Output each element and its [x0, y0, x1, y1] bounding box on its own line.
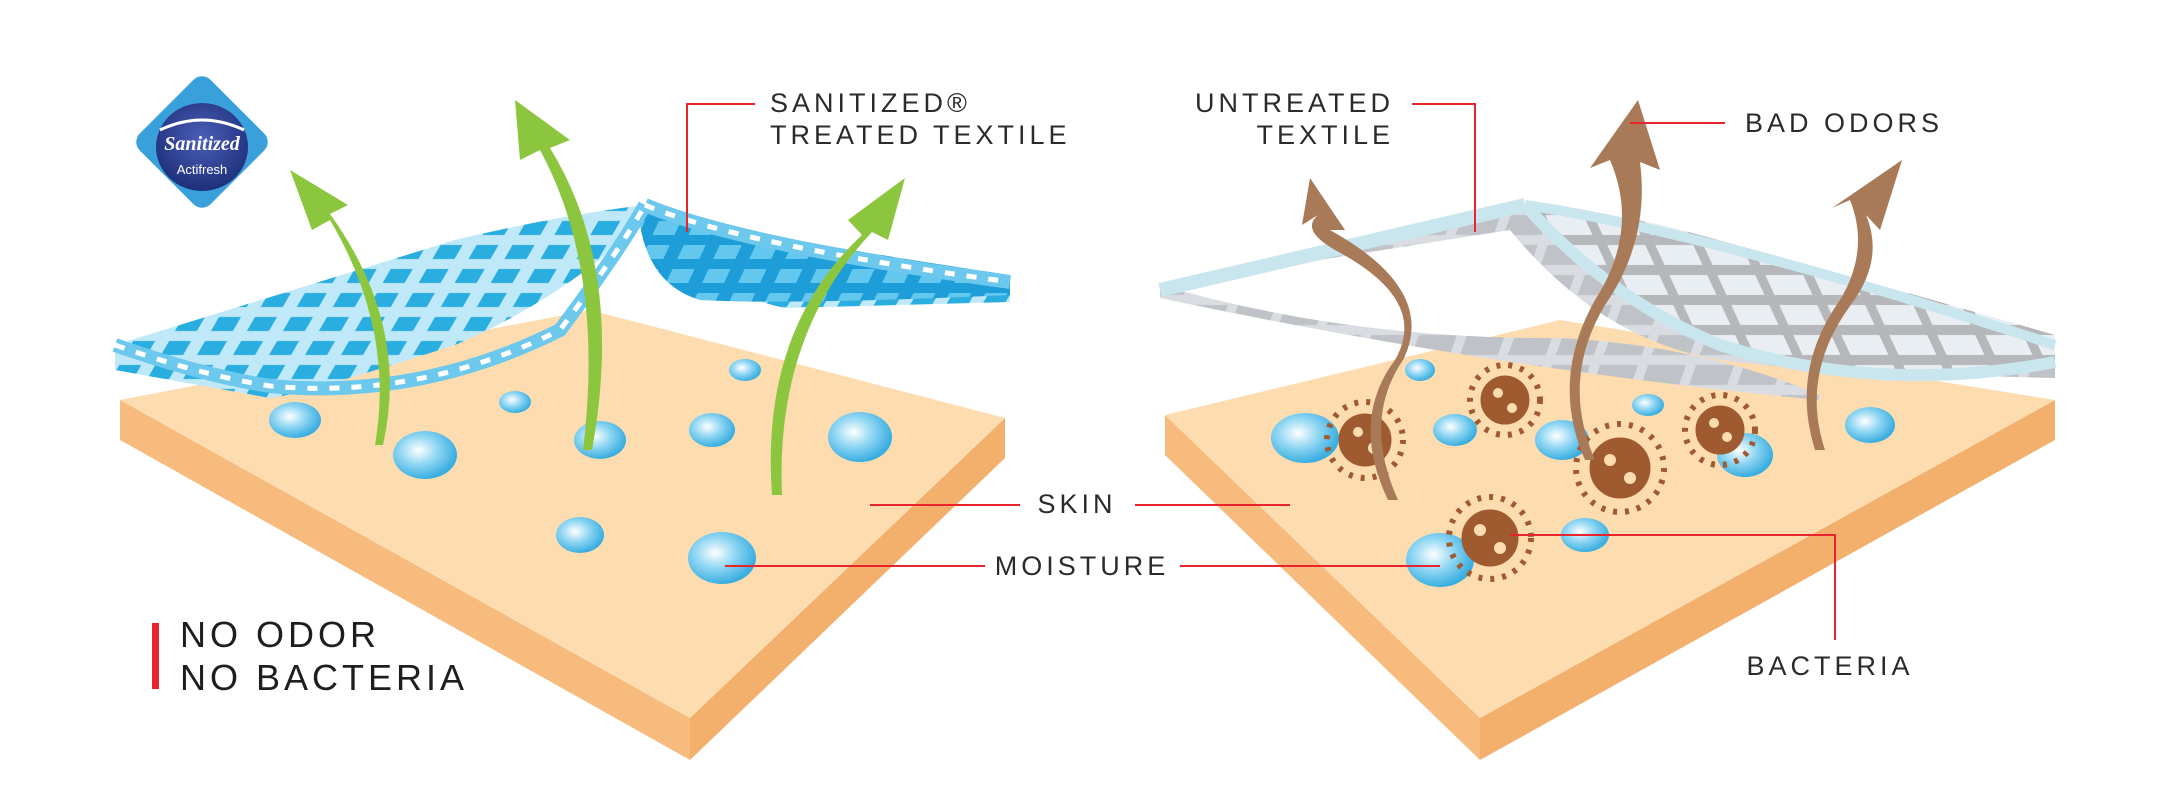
label-treated-line1: SANITIZED®: [770, 88, 971, 118]
fresh-arrow-3: [770, 178, 905, 495]
skin-slab-right-side: [1165, 415, 1480, 760]
untreated-panel: [1158, 100, 2057, 760]
skin-slab-left-front: [690, 418, 1005, 760]
fresh-air-arrows: [290, 100, 905, 495]
bacterium: [1573, 421, 1667, 515]
logo-brand-text: Sanitized: [164, 133, 241, 155]
odor-arrow-1: [1302, 178, 1412, 500]
label-untreated-line2: TEXTILE: [1256, 120, 1394, 150]
label-bad-odors: BAD ODORS: [1745, 108, 1943, 138]
bacterium: [1467, 362, 1543, 438]
label-treated-line2: TREATED TEXTILE: [770, 120, 1071, 150]
skin-slab-right-front: [1480, 400, 2055, 760]
benefit-accent-bar: [152, 623, 159, 689]
treated-panel: Sanitized Actifresh: [112, 76, 1011, 760]
fresh-arrow-2: [515, 100, 603, 450]
treated-textile: [112, 198, 1011, 398]
untreated-textile: [1158, 198, 2057, 400]
benefit-no-bacteria: NO BACTERIA: [180, 657, 468, 698]
label-moisture: MOISTURE: [995, 551, 1170, 581]
skin-slab-right-top: [1165, 320, 2055, 718]
odor-arrows: [1302, 100, 1902, 500]
odor-arrow-2: [1569, 100, 1660, 460]
fresh-arrow-1: [290, 170, 390, 445]
moisture-droplets-left: [269, 359, 892, 584]
leader-lines: [152, 103, 1836, 689]
skin-slab-left-side: [120, 400, 690, 760]
logo-sub-text: Actifresh: [177, 162, 228, 177]
label-untreated-line1: UNTREATED: [1195, 88, 1394, 118]
benefit-no-odor: NO ODOR: [180, 614, 380, 655]
label-bacteria: BACTERIA: [1746, 651, 1913, 681]
leader-untreated: [1412, 103, 1476, 232]
sanitized-logo: Sanitized Actifresh: [136, 76, 268, 208]
bacterium: [1682, 392, 1758, 468]
bacteria-group: [1324, 362, 1758, 582]
label-skin: SKIN: [1037, 489, 1116, 519]
leader-bacteria: [1510, 534, 1836, 640]
odor-arrow-3: [1806, 160, 1902, 450]
leader-treated: [686, 103, 755, 232]
